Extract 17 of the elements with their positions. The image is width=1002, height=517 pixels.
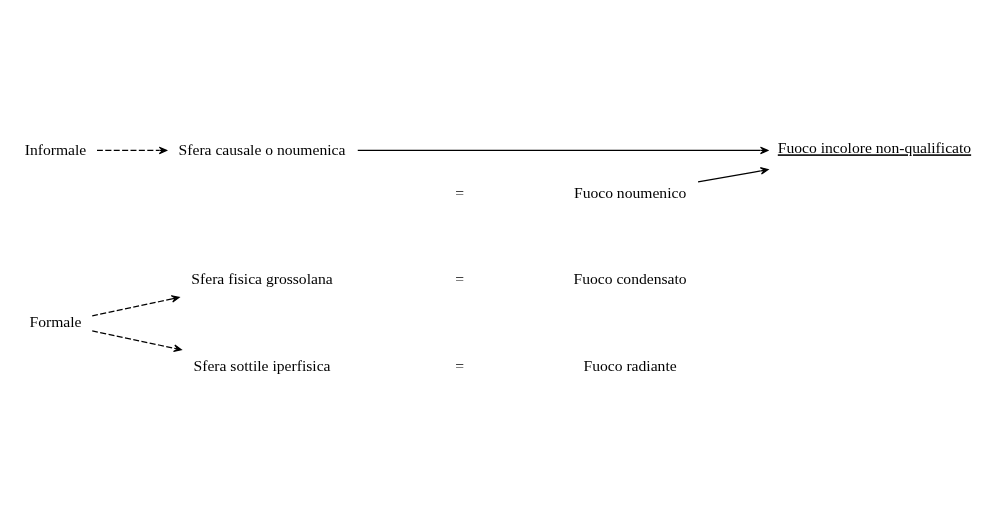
label: = [455,356,464,374]
arrow [91,295,180,317]
label: = [455,270,464,288]
arrow [357,146,769,155]
node-text: Sfera causale o noumenica [178,140,346,158]
arrow [697,167,769,183]
node-text: Sfera fisica grossolana [191,270,333,288]
node-text: Fuoco incolore non-qualificato [777,139,972,157]
node-text: Sfera sottile iperfisica [193,356,331,374]
arrow [91,330,182,352]
node-text: Fuoco condensato [573,270,687,288]
node-text: Fuoco noumenico [573,183,687,201]
label: = [455,183,464,201]
arrow [96,146,168,155]
node-text: Informale [24,140,87,158]
node-text: Formale [29,313,82,331]
node-text: Fuoco radiante [583,356,677,374]
